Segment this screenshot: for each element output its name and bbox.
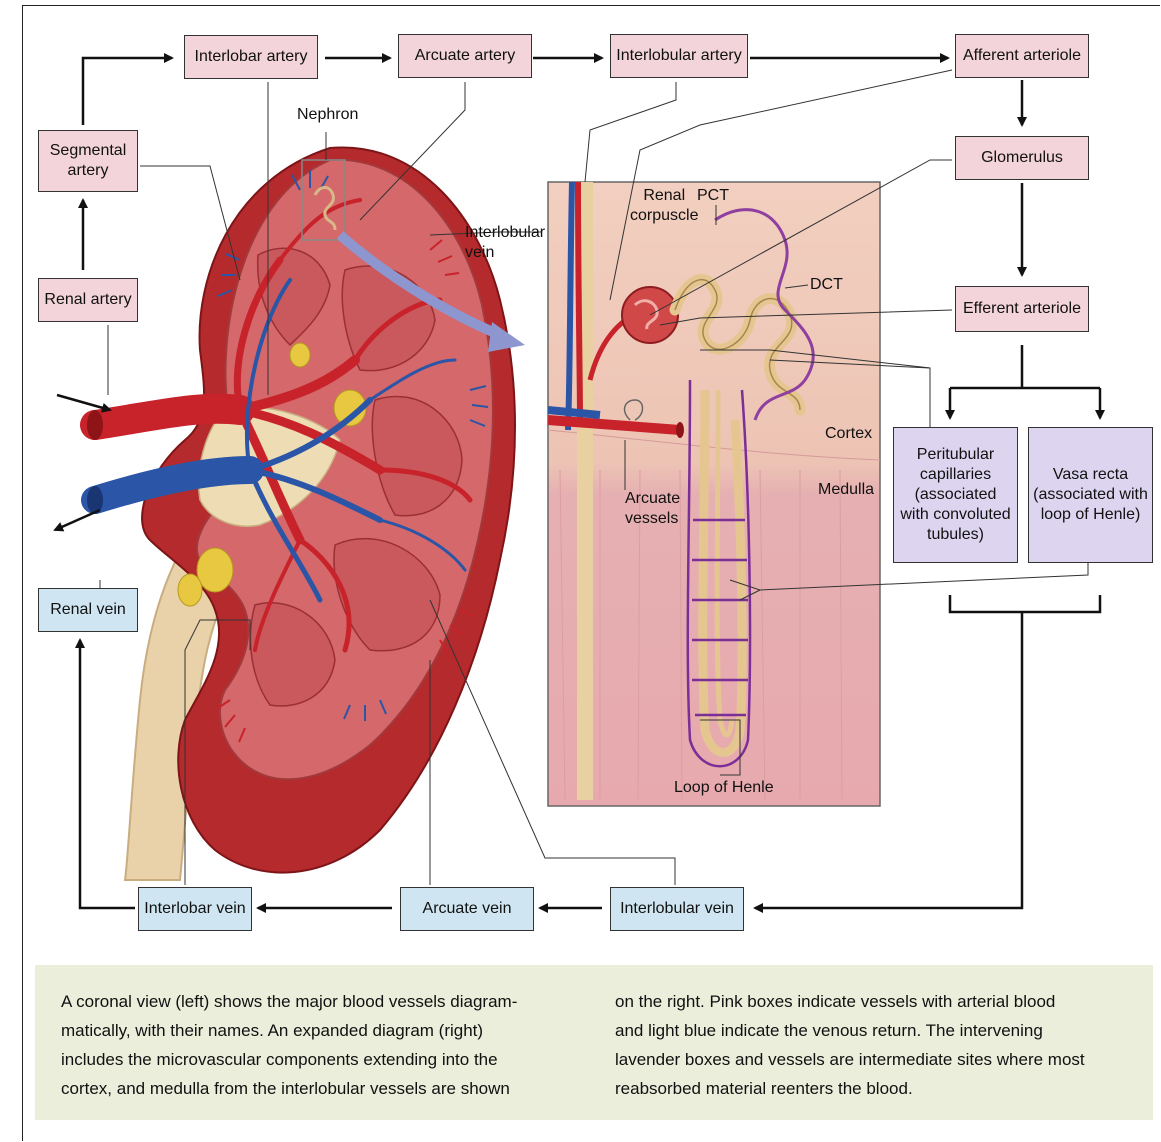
caption-panel: A coronal view (left) shows the major bl… <box>35 965 1153 1120</box>
interlobular-artery-box: Interlobular artery <box>610 34 748 78</box>
arcuate-artery-label: Arcuate artery <box>415 46 515 66</box>
medulla-label: Medulla <box>818 480 874 500</box>
efferent-arteriole-label: Efferent arteriole <box>963 299 1081 319</box>
peritubular-capillaries-label: Peritubular capillaries (associated with… <box>900 445 1010 545</box>
nephron-label: Nephron <box>297 105 358 125</box>
vasa-recta-box: Vasa recta (associated with loop of Henl… <box>1028 427 1153 563</box>
arcuate-vessels-label: Arcuate vessels <box>625 489 680 529</box>
arcuate-vein-box: Arcuate vein <box>400 887 534 931</box>
renal-vein-label: Renal vein <box>50 600 126 620</box>
interlobar-artery-label: Interlobar artery <box>195 47 308 67</box>
loop-of-henle-label: Loop of Henle <box>674 778 774 798</box>
arcuate-artery-box: Arcuate artery <box>398 34 532 78</box>
renal-artery-box: Renal artery <box>38 278 138 322</box>
interlobar-vein-box: Interlobar vein <box>138 887 252 931</box>
afferent-arteriole-label: Afferent arteriole <box>963 46 1081 66</box>
segmental-artery-label: Segmental artery <box>50 141 127 181</box>
cortex-label: Cortex <box>825 424 872 444</box>
afferent-arteriole-box: Afferent arteriole <box>955 34 1089 78</box>
dct-label: DCT <box>810 275 843 295</box>
glomerulus-label: Glomerulus <box>981 148 1063 168</box>
arcuate-vein-label: Arcuate vein <box>423 899 512 919</box>
segmental-artery-box: Segmental artery <box>38 130 138 192</box>
pct-label: PCT <box>697 186 729 206</box>
interlobular-artery-label: Interlobular artery <box>616 46 741 66</box>
interlobular-vein-label: Interlobular vein <box>620 899 734 919</box>
glomerulus-box: Glomerulus <box>955 136 1089 180</box>
caption-right-column: on the right. Pink boxes indicate vessel… <box>615 987 1085 1103</box>
peritubular-capillaries-box: Peritubular capillaries (associated with… <box>893 427 1018 563</box>
interlobar-vein-label: Interlobar vein <box>144 899 245 919</box>
interlobular-vein-box: Interlobular vein <box>610 887 744 931</box>
interlobar-artery-box: Interlobar artery <box>184 35 318 79</box>
renal-corpuscle-label: Renal corpuscle <box>630 186 698 226</box>
efferent-arteriole-box: Efferent arteriole <box>955 286 1089 332</box>
vasa-recta-label: Vasa recta (associated with loop of Henl… <box>1033 465 1148 525</box>
kidney <box>142 147 515 872</box>
renal-vein-box: Renal vein <box>38 588 138 632</box>
caption-left-column: A coronal view (left) shows the major bl… <box>61 987 517 1103</box>
interlobular-vein-callout: Interlobular vein <box>465 223 545 263</box>
renal-artery-label: Renal artery <box>44 290 131 310</box>
